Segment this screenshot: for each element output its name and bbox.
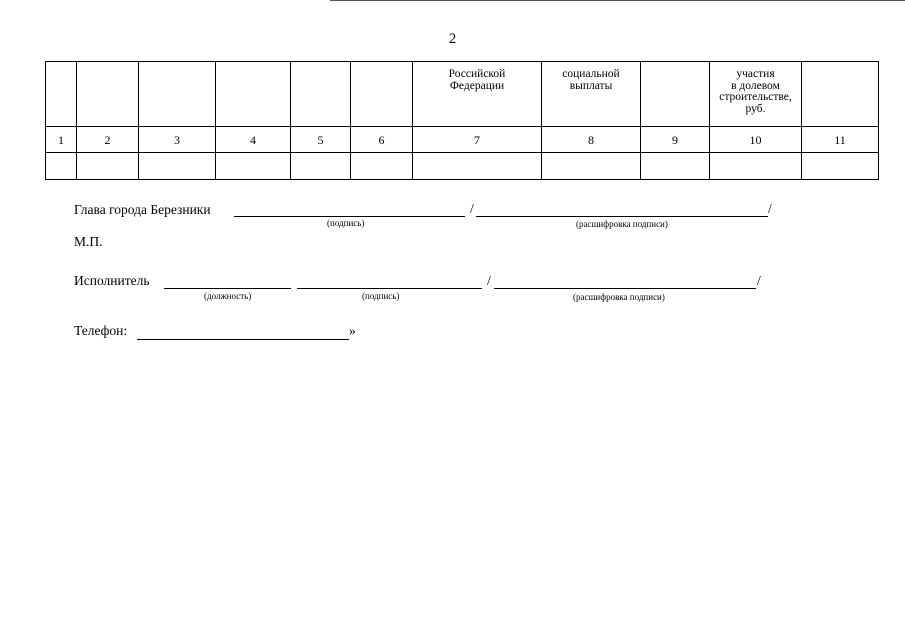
table-cell[interactable]: [45, 152, 77, 180]
header-cell-6: [350, 61, 413, 127]
stamp-label: М.П.: [74, 234, 103, 249]
table-cell[interactable]: [290, 152, 351, 180]
header-cell-8-line-1: социальной: [562, 68, 620, 80]
header-cell-10: участия в долевом строительстве, руб.: [709, 61, 802, 127]
table-data-row: [45, 152, 879, 180]
column-number-cell: 6: [350, 126, 413, 153]
column-number-cell: 11: [801, 126, 879, 153]
column-number-cell: 9: [640, 126, 710, 153]
page-number: 2: [448, 31, 457, 47]
executor-position-caption: (должность): [204, 291, 252, 301]
header-cell-7-line-1: Российской: [448, 68, 506, 80]
header-cell-10-line-3: строительстве,: [719, 91, 792, 103]
header-cell-10-line-2: в долевом: [731, 79, 780, 92]
column-number-cell: 8: [541, 126, 641, 153]
column-number-cell: 2: [76, 126, 139, 153]
header-cell-9: [640, 61, 710, 127]
executor-signature-caption: (подпись): [362, 291, 400, 301]
header-cell-4: [215, 61, 291, 127]
head-decoding-field[interactable]: [476, 216, 768, 217]
head-of-city-label: Глава города Березники: [74, 202, 211, 217]
header-cell-5: [290, 61, 351, 127]
table-cell[interactable]: [350, 152, 413, 180]
executor-position-field[interactable]: [164, 288, 291, 289]
closing-quote: »: [349, 323, 356, 338]
table-cell[interactable]: [709, 152, 802, 180]
header-cell-8: социальной выплаты: [541, 61, 641, 127]
executor-decoding-field[interactable]: [494, 288, 756, 289]
table-cell[interactable]: [640, 152, 710, 180]
phone-field[interactable]: [137, 339, 349, 340]
header-cell-7: Российской Федерации: [412, 61, 542, 127]
header-cell-8-line-2: выплаты: [569, 79, 613, 92]
header-cell-7-line-2: Федерации: [449, 79, 505, 92]
executor-decoding-caption: (расшифровка подписи): [573, 292, 665, 302]
table-header-row: Российской Федерации социальной выплаты …: [45, 61, 879, 127]
header-cell-3: [138, 61, 216, 127]
column-number-cell: 4: [215, 126, 291, 153]
header-cell-10-line-4: руб.: [745, 102, 766, 115]
column-numbers-row: 1 2 3 4 5 6 7 8 9 10 11: [45, 126, 879, 153]
table-cell[interactable]: [138, 152, 216, 180]
head-slash-left: /: [470, 201, 474, 216]
head-signature-caption: (подпись): [327, 218, 365, 228]
executor-slash-left: /: [487, 273, 491, 288]
column-number-cell: 3: [138, 126, 216, 153]
header-cell-10-line-1: участия: [736, 68, 775, 80]
column-number-cell: 1: [45, 126, 77, 153]
executor-slash-right: /: [757, 273, 761, 288]
column-number-cell: 5: [290, 126, 351, 153]
table-cell[interactable]: [801, 152, 879, 180]
executor-signature-field[interactable]: [297, 288, 482, 289]
phone-label: Телефон:: [74, 323, 128, 338]
table-cell[interactable]: [412, 152, 542, 180]
data-table: Российской Федерации социальной выплаты …: [45, 61, 879, 180]
table-cell[interactable]: [215, 152, 291, 180]
header-cell-11: [801, 61, 879, 127]
head-decoding-caption: (расшифровка подписи): [576, 219, 668, 229]
head-slash-right: /: [768, 201, 772, 216]
table-cell[interactable]: [541, 152, 641, 180]
column-number-cell: 10: [709, 126, 802, 153]
executor-label: Исполнитель: [74, 273, 150, 288]
top-border-line: [330, 0, 905, 1]
table-cell[interactable]: [76, 152, 139, 180]
column-number-cell: 7: [412, 126, 542, 153]
header-cell-1: [45, 61, 77, 127]
header-cell-2: [76, 61, 139, 127]
head-signature-field[interactable]: [234, 216, 465, 217]
